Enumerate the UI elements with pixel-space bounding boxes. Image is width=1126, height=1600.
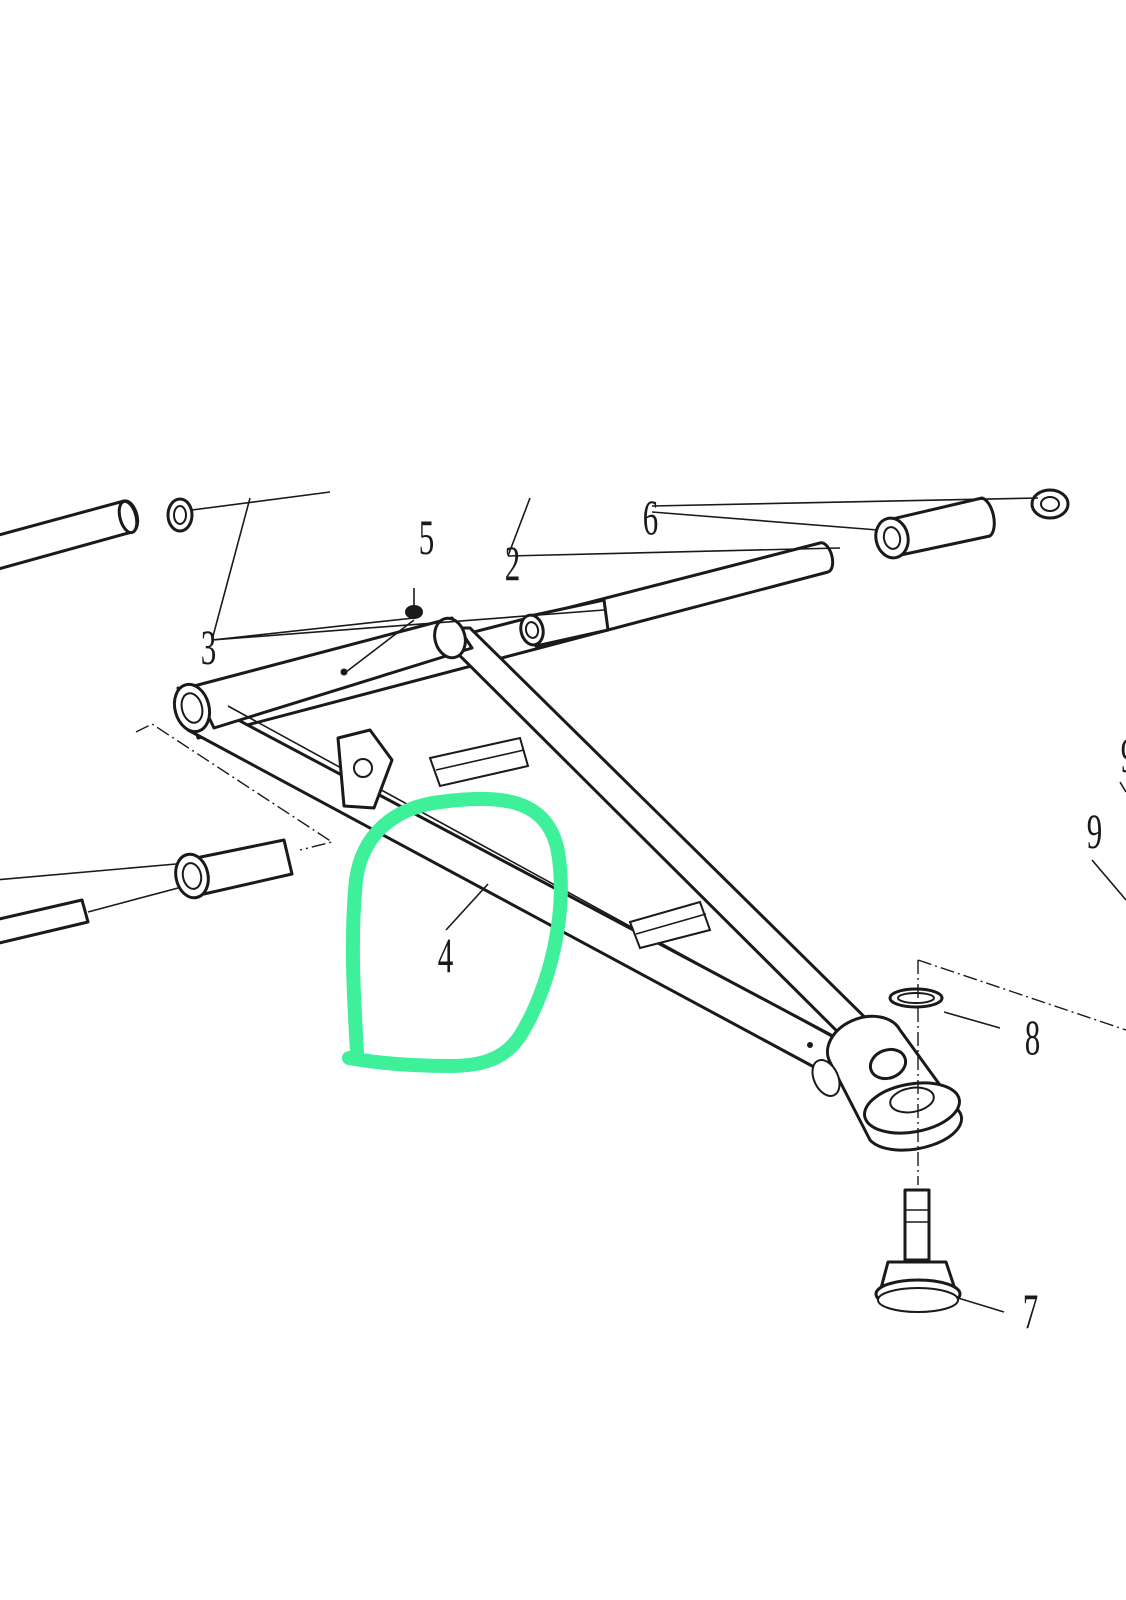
callout-labels: 2 3 4 5 6 7 8 9 9 xyxy=(201,490,1126,1339)
callout-8: 8 xyxy=(1025,1010,1040,1065)
upper-left-pivot-pin xyxy=(0,499,140,571)
callout-7: 7 xyxy=(1023,1284,1038,1339)
right-assembly-axis xyxy=(917,959,1126,1031)
callout-4: 4 xyxy=(438,928,454,983)
callout-9-upper: 9 xyxy=(1121,728,1126,783)
o-ring xyxy=(888,987,944,1009)
assembly-axis-left xyxy=(135,723,334,851)
mid-bushing xyxy=(519,598,610,648)
callout-9-lower: 9 xyxy=(1087,804,1102,859)
lower-left-bushing xyxy=(174,838,294,900)
upper-left-bushing xyxy=(166,497,194,533)
lower-left-pin xyxy=(0,898,90,945)
highlight-marker-loop xyxy=(342,791,568,1073)
grease-fitting xyxy=(405,588,423,619)
ball-joint xyxy=(874,1188,962,1313)
lower-a-arm xyxy=(172,616,964,1152)
callout-5: 5 xyxy=(419,510,434,565)
callout-2: 2 xyxy=(505,536,520,591)
long-pivot-pin xyxy=(188,541,835,740)
callout-6: 6 xyxy=(643,490,658,545)
callout-3: 3 xyxy=(201,620,216,675)
